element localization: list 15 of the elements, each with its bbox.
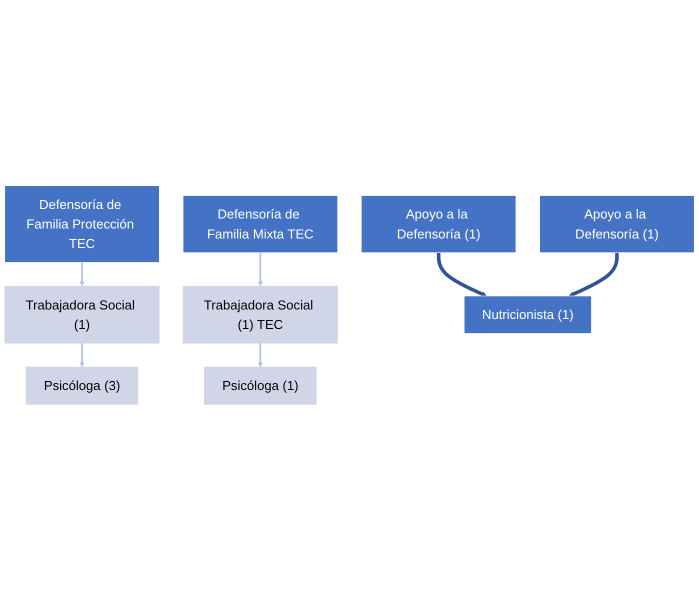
node-box: Trabajadora Social (1) (4, 286, 160, 344)
node-box: Apoyo a la Defensoría (1) (539, 195, 695, 253)
arrow (258, 252, 263, 286)
arrow (79, 343, 85, 368)
arrow (79, 262, 85, 286)
node-box: Defensoría de Familia Protección TEC (4, 185, 160, 263)
node-box: Apoyo a la Defensoría (1) (361, 195, 516, 253)
node-box: Defensoría de Familia Mixta TEC (182, 195, 338, 253)
arrow (258, 343, 263, 368)
arrow (568, 252, 619, 297)
arrow (436, 252, 487, 297)
node-box: Psicóloga (1) (204, 366, 317, 405)
node-box: Nutricionista (1) (464, 296, 592, 334)
node-box: Trabajadora Social (1) TEC (182, 286, 338, 344)
node-box: Psicóloga (3) (26, 366, 138, 405)
